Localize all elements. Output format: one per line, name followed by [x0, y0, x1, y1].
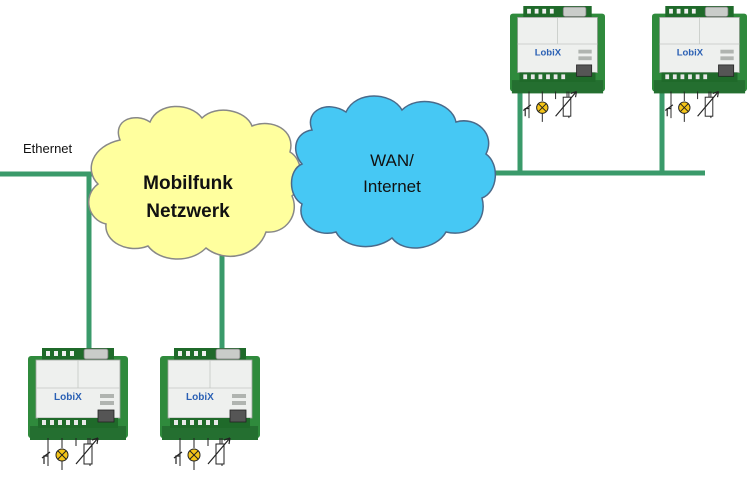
lobix-device-top-right: LobiX	[651, 5, 748, 123]
lobix-device-bottom-right: LobiX	[159, 347, 261, 471]
cloud-mobile-line2: Netzwerk	[146, 201, 230, 222]
device-brand-label: LobiX	[186, 392, 214, 403]
ethernet-label: Ethernet	[23, 141, 73, 156]
cloud-mobile-line1: Mobilfunk	[143, 173, 233, 194]
device-brand-label: LobiX	[54, 392, 82, 403]
cloud-wan-line1: WAN/	[370, 151, 414, 170]
device-brand-label: LobiX	[677, 47, 704, 58]
cloud-wan-line2: Internet	[363, 177, 421, 196]
wan-internet-cloud: WAN/ Internet	[290, 95, 496, 249]
mobile-network-cloud: Mobilfunk Netzwerk	[88, 105, 302, 260]
device-brand-label: LobiX	[535, 47, 562, 58]
lobix-device-top-left: LobiX	[509, 5, 606, 123]
lobix-device-bottom-left: LobiX	[27, 347, 129, 471]
